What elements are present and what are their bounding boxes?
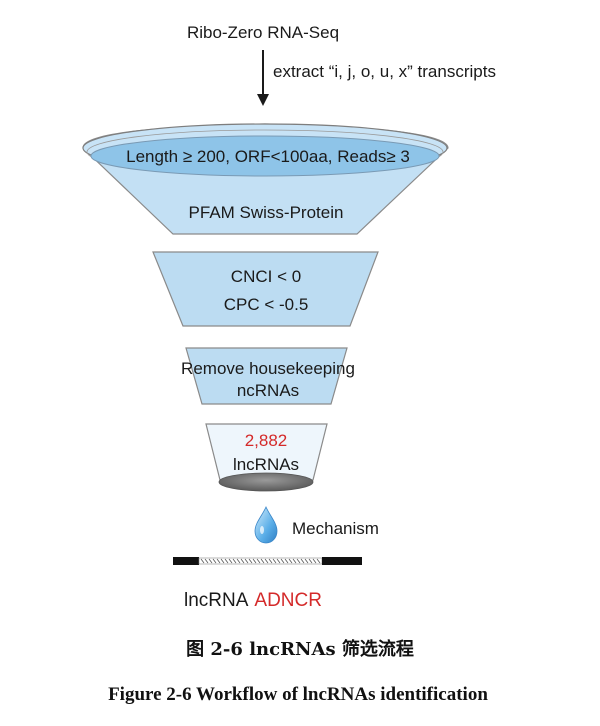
gene-hatch-mark	[252, 558, 257, 564]
gene-hatch-mark	[224, 558, 229, 564]
gene-hatch-mark	[260, 558, 265, 564]
funnel-stage-4: 2,882 lncRNAs	[205, 423, 328, 492]
gene-hatch-mark	[284, 558, 289, 564]
gene-hatch-mark	[312, 558, 317, 564]
gene-hatch-mark	[220, 558, 225, 564]
gene-hatch-mark	[236, 558, 241, 564]
cnci-text: CNCI < 0	[231, 267, 301, 286]
ncrnas-text: ncRNAs	[237, 381, 299, 400]
gene-hatch-mark	[208, 558, 213, 564]
funnel-stage-3: Remove housekeeping ncRNAs	[181, 347, 355, 405]
funnel-stage-2: CNCI < 0 CPC < -0.5	[152, 251, 379, 327]
top-filter-text: Length ≥ 200, ORF<100aa, Reads≥ 3	[126, 147, 410, 166]
gene-hatch-mark	[232, 558, 237, 564]
top-lower-text: PFAM Swiss-Protein	[189, 203, 344, 222]
extract-label: extract “i, j, o, u, x” transcripts	[273, 62, 496, 81]
gene-hatch-mark	[264, 558, 269, 564]
gene-hatch-mark	[240, 558, 245, 564]
gene-hatch-mark	[212, 558, 217, 564]
gene-hatch-mark	[228, 558, 233, 564]
gene-hatch-mark	[244, 558, 249, 564]
gene-hatch-mark	[280, 558, 285, 564]
gene-hatch-mark	[304, 558, 309, 564]
water-drop-icon	[254, 506, 278, 544]
gene-hatch-mark	[268, 558, 273, 564]
gene-hatch-mark	[300, 558, 305, 564]
gene-hatch-mark	[216, 558, 221, 564]
cpc-text: CPC < -0.5	[224, 295, 309, 314]
gene-hatch-mark	[296, 558, 301, 564]
gene-structure-icon	[173, 557, 362, 565]
gene-hatch-mark	[256, 558, 261, 564]
funnel-stage-1: Length ≥ 200, ORF<100aa, Reads≥ 3 PFAM S…	[82, 123, 449, 235]
gene-name: ADNCR	[254, 590, 322, 611]
source-label: Ribo-Zero RNA-Seq	[187, 23, 339, 42]
gene-hatch-mark	[292, 558, 297, 564]
down-arrow-icon	[257, 50, 269, 106]
gene-hatch-mark	[204, 558, 209, 564]
gene-hatch-mark	[316, 558, 321, 564]
result-label: lncRNAs	[233, 455, 299, 474]
mechanism-label: Mechanism	[292, 519, 379, 538]
gene-prefix: lncRNA	[184, 590, 249, 611]
remove-housekeeping-text: Remove housekeeping	[181, 359, 355, 378]
gene-hatch-mark	[248, 558, 253, 564]
gene-hatch-mark	[200, 558, 205, 564]
caption-english: Figure 2-6 Workflow of lncRNAs identific…	[108, 684, 488, 705]
gene-hatch-mark	[288, 558, 293, 564]
result-count: 2,882	[245, 431, 288, 450]
caption-chinese: 图 2-6 lncRNAs 筛选流程	[186, 638, 414, 660]
gene-hatch-mark	[308, 558, 313, 564]
gene-hatch-mark	[276, 558, 281, 564]
gene-hatch-mark	[272, 558, 277, 564]
